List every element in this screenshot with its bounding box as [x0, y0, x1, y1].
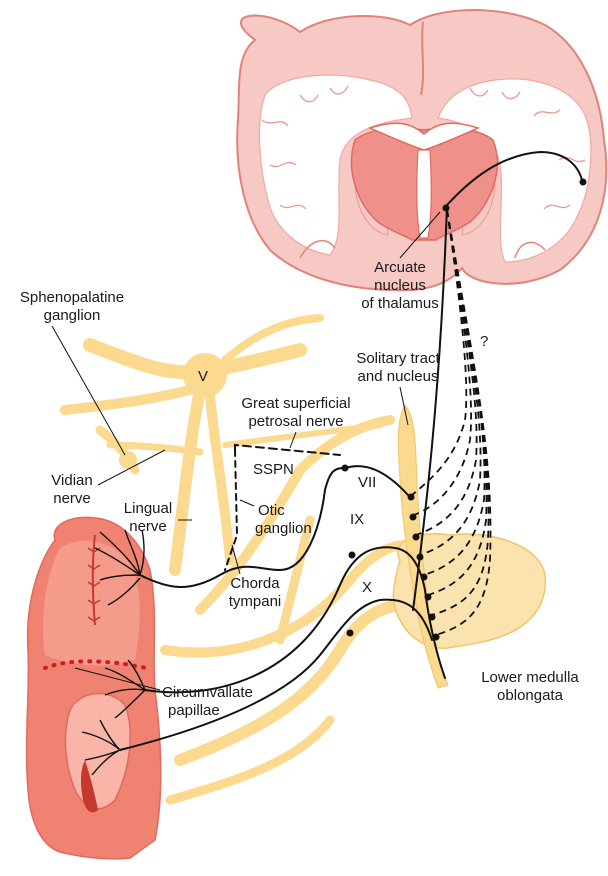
label-solitary-2: and nucleus: [358, 368, 439, 385]
label-otic-1: Otic: [258, 502, 285, 519]
label-circumvallate-1: Circumvallate: [162, 684, 253, 701]
fiber-vii-to-nucleus: [345, 466, 408, 495]
v-branch-2: [210, 395, 230, 560]
tongue: [27, 517, 161, 858]
brain-section: [237, 10, 606, 290]
label-sphenopalatine-1: Sphenopalatine: [20, 289, 124, 306]
glossopharyngeal-nerve: [165, 545, 405, 652]
label-sspn: SSPN: [253, 461, 294, 478]
label-medulla-2: oblongata: [497, 687, 564, 704]
label-vii: VII: [358, 474, 376, 491]
label-arcuate-3: of thalamus: [361, 295, 439, 312]
label-arcuate-2: nucleus: [374, 277, 426, 294]
leader-otic: [240, 500, 254, 506]
label-great-petrosal-2: petrosal nerve: [248, 413, 343, 430]
label-circumvallate-2: papillae: [168, 702, 220, 719]
label-arcuate-1: Arcuate: [374, 259, 426, 276]
label-lingual-1: Lingual: [124, 500, 172, 517]
label-medulla-1: Lower medulla: [481, 669, 579, 686]
fiber-x: [120, 600, 432, 750]
v-branch-left: [65, 390, 190, 410]
label-vidian-2: nerve: [53, 490, 91, 507]
label-question: ?: [480, 333, 488, 350]
label-x: X: [362, 579, 372, 596]
label-great-petrosal-1: Great superficial: [241, 395, 350, 412]
label-solitary-1: Solitary tract: [356, 350, 440, 367]
label-v: V: [198, 368, 208, 385]
label-sphenopalatine-2: ganglion: [44, 307, 101, 324]
v-branch-down: [175, 390, 200, 570]
label-chorda-1: Chorda: [230, 575, 280, 592]
label-vidian-1: Vidian: [51, 472, 92, 489]
label-chorda-2: tympani: [229, 593, 282, 610]
label-lingual-2: nerve: [129, 518, 167, 535]
label-otic-2: ganglion: [255, 520, 312, 537]
label-ix: IX: [350, 511, 364, 528]
